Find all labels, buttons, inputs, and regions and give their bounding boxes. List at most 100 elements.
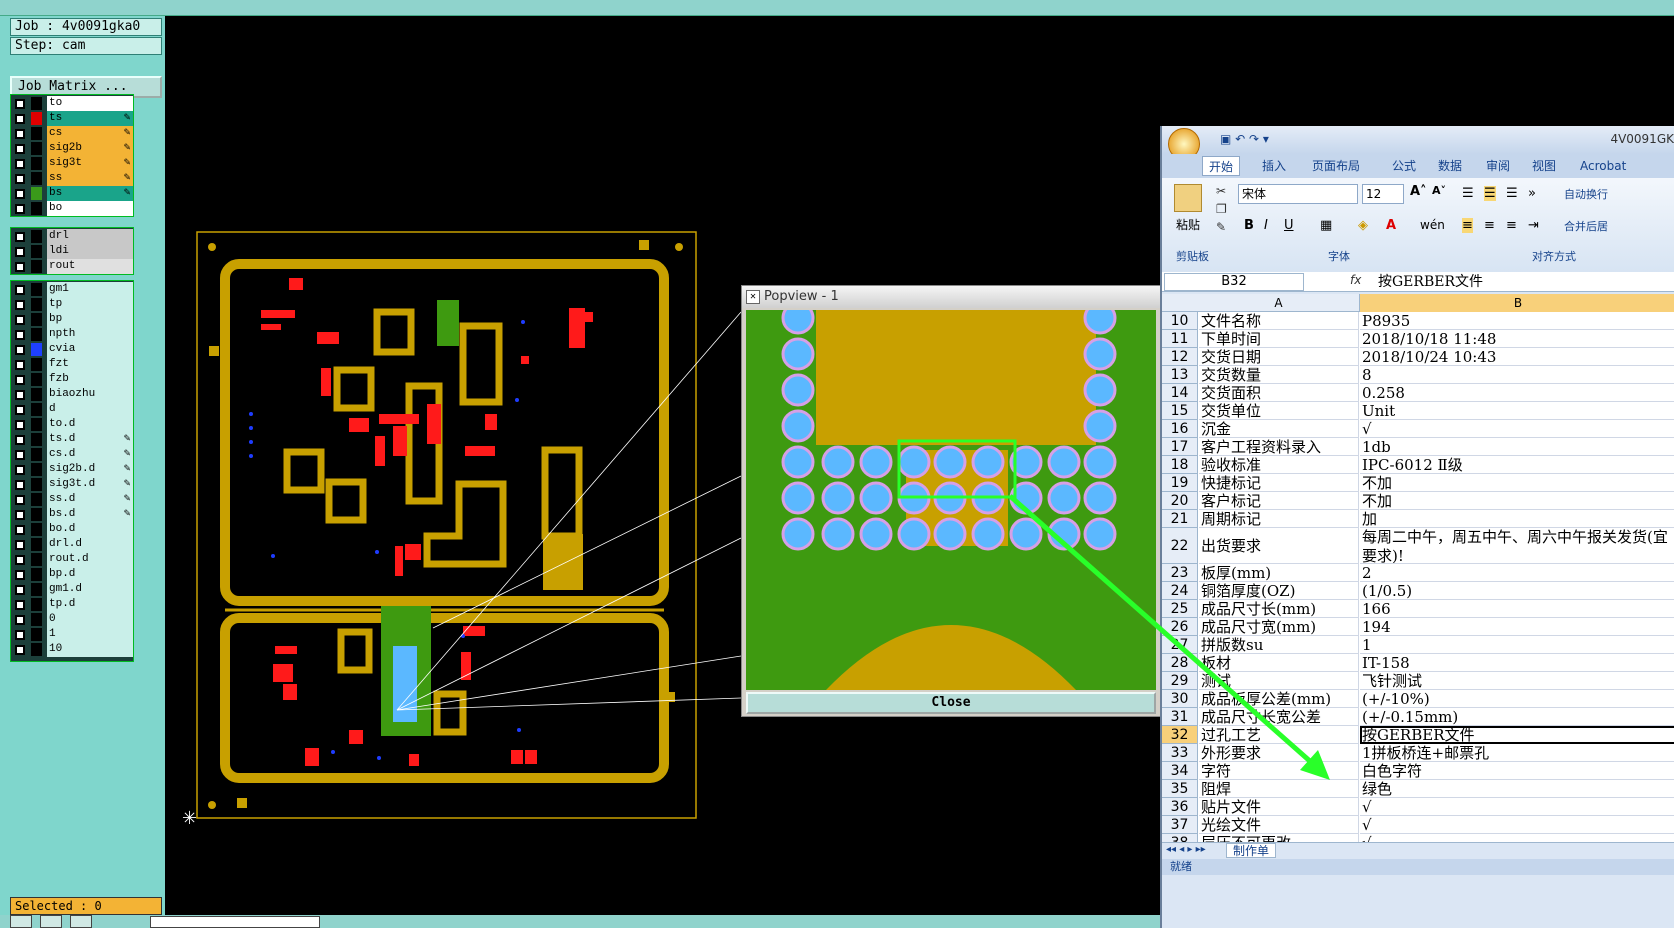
layer-row-sig3t.d[interactable]: sig3t.d✎ <box>11 477 133 492</box>
cell-label[interactable]: 成品板厚公差(mm) <box>1199 690 1359 708</box>
row-header[interactable]: 21 <box>1162 510 1198 528</box>
row-header[interactable]: 14 <box>1162 384 1198 402</box>
column-header-a[interactable]: A <box>1198 294 1360 312</box>
cell-value[interactable]: 绿色 <box>1360 780 1674 798</box>
align-bottom-icon[interactable]: ☰ <box>1506 186 1518 201</box>
cell-value[interactable]: 白色字符 <box>1360 762 1674 780</box>
cell-value[interactable]: 2018/10/24 10:43 <box>1360 348 1674 366</box>
layer-row-bo[interactable]: bo <box>11 201 133 216</box>
layer-color-swatch[interactable] <box>31 583 42 596</box>
row-header[interactable]: 11 <box>1162 330 1198 348</box>
row-header[interactable]: 16 <box>1162 420 1198 438</box>
layer-color-swatch[interactable] <box>31 433 42 446</box>
layer-row-to[interactable]: to <box>11 96 133 111</box>
layer-name[interactable]: cs.d✎ <box>47 447 133 462</box>
cell-value[interactable]: (1/0.5) <box>1360 582 1674 600</box>
indent-icon[interactable]: ⇥ <box>1528 218 1539 233</box>
ribbon-tab[interactable]: 开始 <box>1202 156 1241 176</box>
layer-row-drl.d[interactable]: drl.d <box>11 537 133 552</box>
cell-label[interactable]: 文件名称 <box>1199 312 1359 330</box>
layer-row-d[interactable]: d <box>11 402 133 417</box>
layer-row-ss[interactable]: ss✎ <box>11 171 133 186</box>
layer-color-swatch[interactable] <box>31 628 42 641</box>
cell-label[interactable]: 光绘文件 <box>1199 816 1359 834</box>
row-header[interactable]: 29 <box>1162 672 1198 690</box>
row-header[interactable]: 37 <box>1162 816 1198 834</box>
layer-name[interactable]: to.d <box>47 417 133 432</box>
ribbon-tab[interactable]: 页面布局 <box>1312 159 1361 173</box>
row-header[interactable]: 10 <box>1162 312 1198 330</box>
layer-row-ldi[interactable]: ldi <box>11 244 133 259</box>
cell-value[interactable]: √ <box>1360 816 1674 834</box>
cell-value[interactable]: 194 <box>1360 618 1674 636</box>
layer-row-to.d[interactable]: to.d <box>11 417 133 432</box>
layer-checkbox[interactable] <box>15 525 25 535</box>
cell-value[interactable]: 1拼板桥连+邮票孔 <box>1360 744 1674 762</box>
layer-color-swatch[interactable] <box>31 373 42 386</box>
layer-row-bp.d[interactable]: bp.d <box>11 567 133 582</box>
layer-name[interactable]: sig2b✎ <box>47 141 133 156</box>
layer-row-fzt[interactable]: fzt <box>11 357 133 372</box>
layer-checkbox[interactable] <box>15 645 25 655</box>
cell-label[interactable]: 快捷标记 <box>1199 474 1359 492</box>
layer-color-swatch[interactable] <box>31 328 42 341</box>
layer-color-swatch[interactable] <box>31 613 42 626</box>
cell-label[interactable]: 交货面积 <box>1199 384 1359 402</box>
layer-color-swatch[interactable] <box>31 478 42 491</box>
layer-row-tp.d[interactable]: tp.d <box>11 597 133 612</box>
layer-checkbox[interactable] <box>15 99 25 109</box>
layer-row-gm1[interactable]: gm1 <box>11 282 133 297</box>
layer-name[interactable]: to <box>47 96 133 111</box>
row-header[interactable]: 30 <box>1162 690 1198 708</box>
row-header[interactable]: 34 <box>1162 762 1198 780</box>
layer-name[interactable]: d <box>47 402 133 417</box>
layer-checkbox[interactable] <box>15 630 25 640</box>
border-icon[interactable]: ▦ <box>1320 218 1333 233</box>
cell-value[interactable]: (+/-10%) <box>1360 690 1674 708</box>
cell-label[interactable]: 下单时间 <box>1199 330 1359 348</box>
layer-color-swatch[interactable] <box>31 230 42 243</box>
layer-checkbox[interactable] <box>15 615 25 625</box>
layer-color-swatch[interactable] <box>31 463 42 476</box>
row-header[interactable]: 23 <box>1162 564 1198 582</box>
name-box[interactable]: B32 <box>1164 273 1304 291</box>
layer-color-swatch[interactable] <box>31 538 42 551</box>
layer-color-swatch[interactable] <box>31 202 42 215</box>
cell-label[interactable]: 周期标记 <box>1199 510 1359 528</box>
layer-checkbox[interactable] <box>15 204 25 214</box>
layer-name[interactable]: fzb <box>47 372 133 387</box>
layer-name[interactable]: 1 <box>47 627 133 642</box>
align-center-icon[interactable]: ≡ <box>1484 218 1495 233</box>
cell-value[interactable]: IPC-6012 Ⅱ级 <box>1360 456 1674 474</box>
layer-color-swatch[interactable] <box>31 187 42 200</box>
layer-color-swatch[interactable] <box>31 598 42 611</box>
wrap-text-button[interactable]: 自动换行 <box>1564 188 1608 201</box>
layer-color-swatch[interactable] <box>31 112 42 125</box>
layer-checkbox[interactable] <box>15 360 25 370</box>
cell-value[interactable]: (+/-0.15mm) <box>1360 708 1674 726</box>
merge-center-button[interactable]: 合并后居 <box>1564 220 1608 233</box>
cell-value[interactable]: 8 <box>1360 366 1674 384</box>
command-input[interactable] <box>150 916 320 928</box>
popview-canvas[interactable] <box>746 310 1156 690</box>
layer-row-sig2b[interactable]: sig2b✎ <box>11 141 133 156</box>
layer-checkbox[interactable] <box>15 315 25 325</box>
layer-row-cvia[interactable]: cvia <box>11 342 133 357</box>
layer-checkbox[interactable] <box>15 405 25 415</box>
layer-name[interactable]: ts.d✎ <box>47 432 133 447</box>
layer-row-tp[interactable]: tp <box>11 297 133 312</box>
layer-name[interactable]: bo.d <box>47 522 133 537</box>
ribbon-tab[interactable]: 插入 <box>1262 159 1287 173</box>
ribbon-tab[interactable]: 视图 <box>1532 159 1557 173</box>
bold-icon[interactable]: B <box>1244 218 1254 233</box>
layer-color-swatch[interactable] <box>31 418 42 431</box>
layer-checkbox[interactable] <box>15 555 25 565</box>
row-header[interactable]: 36 <box>1162 798 1198 816</box>
row-header[interactable]: 19 <box>1162 474 1198 492</box>
layer-checkbox[interactable] <box>15 129 25 139</box>
column-header-b[interactable]: B <box>1360 294 1674 312</box>
font-color-icon[interactable]: A <box>1386 218 1397 233</box>
cell-label[interactable]: 验收标准 <box>1199 456 1359 474</box>
ribbon-tab[interactable]: 公式 <box>1392 159 1417 173</box>
